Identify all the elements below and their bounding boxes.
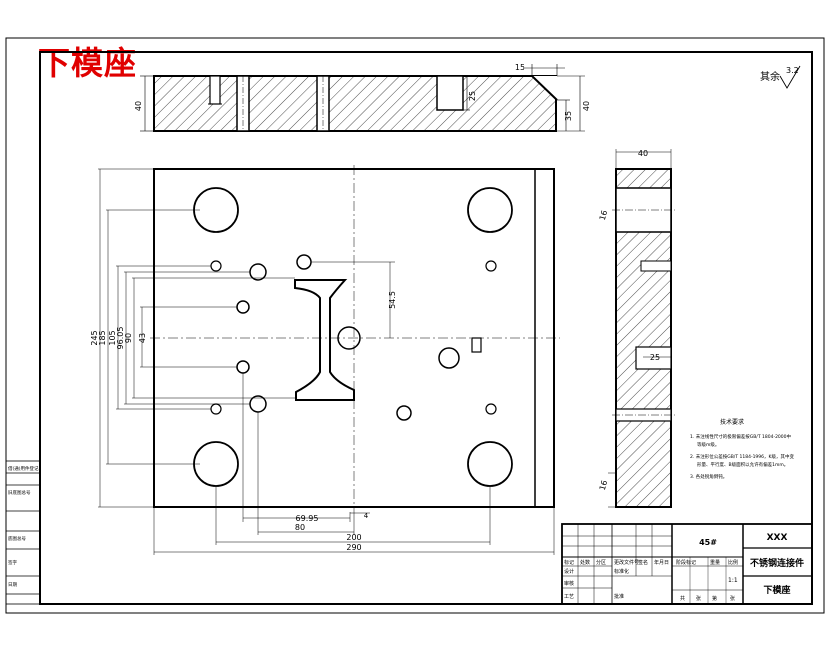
- plan-view: [150, 165, 560, 512]
- tech-note-line: 形量、平行度、B级面积以允许有偏差1mm。: [697, 461, 788, 468]
- dim-v4: 96.05: [116, 327, 125, 350]
- tb-label-approve: 批准: [614, 593, 624, 600]
- tech-note-line: 2. 未注形位公差按GB/T 1184-1996，K级，其中变: [690, 453, 794, 460]
- dim-v3: 105: [108, 330, 117, 345]
- dim-right-outer: 40: [582, 101, 591, 111]
- tb-label-sheet-no: 第: [712, 595, 717, 602]
- tb-label-stage: 阶段标记: [676, 559, 696, 566]
- tb-label-craft: 工艺: [564, 594, 574, 600]
- roughness-value: 3.2: [786, 66, 799, 75]
- roughness-symbol: [779, 65, 801, 89]
- tech-notes-heading: 技术要求: [720, 418, 744, 426]
- dim-top-width: 15: [515, 63, 525, 72]
- dim-side-hole-b: 25: [650, 353, 660, 362]
- plan-view-dimension-lines: [98, 168, 555, 555]
- left-strip-label: 旧底图总号: [8, 489, 31, 496]
- dim-side-hole-a: 16: [598, 209, 609, 221]
- tb-label-std: 标准化: [614, 568, 629, 575]
- company-text: XXX: [767, 533, 788, 543]
- tb-label-scale: 比例: [728, 559, 738, 566]
- technical-notes: 技术要求 1. 未注线性尺寸的极限偏差按GB/T 1804-2000中 等级m级…: [690, 418, 794, 480]
- side-view-dimension-lines: [608, 149, 672, 508]
- dim-h4: 290: [346, 543, 361, 552]
- product-name: 不锈钢连接件: [750, 557, 804, 569]
- tech-note-line: 等级m级。: [697, 441, 719, 448]
- top-section-view: [153, 75, 558, 132]
- dim-right-inner: 35: [564, 111, 573, 121]
- tb-label-doc: 更改文件号: [614, 559, 639, 566]
- tb-label-date: 年月日: [654, 559, 669, 566]
- tech-note-line: 3. 各处锐角倒钝。: [690, 473, 727, 480]
- tb-scale-value: 1:1: [728, 577, 738, 584]
- left-strip-label: 借(通)用件登记: [8, 465, 39, 472]
- inner-frame: [39, 51, 813, 605]
- tb-label-weight: 重量: [710, 559, 720, 566]
- left-margin-table: [5, 460, 41, 605]
- left-strip-label: 日期: [8, 582, 17, 588]
- tb-label-sign: 签名: [638, 559, 648, 566]
- dim-side-width: 40: [638, 149, 648, 158]
- dim-slot-v: 54.5: [388, 291, 397, 309]
- dim-h3: 200: [346, 533, 361, 542]
- dim-v1: 245: [90, 330, 99, 345]
- tb-label-mark: 标记: [564, 559, 574, 566]
- title-block: [561, 523, 813, 605]
- tb-label-zone: 分区: [596, 559, 606, 566]
- tb-label-check: 审核: [564, 580, 574, 587]
- tb-label-count: 处数: [580, 559, 590, 566]
- left-strip-label: 签字: [8, 559, 17, 566]
- roughness-label: 其余: [760, 70, 780, 83]
- tb-label-design: 设计: [564, 568, 574, 575]
- left-strip-label: 底图总号: [8, 535, 26, 542]
- top-view-dimensions: [140, 64, 585, 132]
- dim-side-hole-c: 16: [598, 479, 609, 491]
- dim-v2: 185: [98, 330, 107, 345]
- dim-slot-depth: 25: [468, 91, 477, 101]
- dim-h2: 80: [295, 523, 305, 532]
- drawing-title: 下模座: [38, 44, 138, 82]
- material-text: 45#: [699, 538, 717, 547]
- tb-label-sheet2: 张: [730, 595, 735, 602]
- dim-top-left-height: 40: [134, 101, 143, 111]
- dim-h1: 69.95: [296, 514, 319, 523]
- tb-label-sheets-total: 共: [680, 595, 685, 602]
- outer-frame: [5, 37, 825, 614]
- tb-label-sheet: 张: [696, 595, 701, 602]
- part-name: 下模座: [763, 584, 790, 596]
- dim-h-small: 4: [364, 512, 369, 520]
- dim-v6: 43: [138, 333, 147, 343]
- side-section-view: [612, 168, 675, 508]
- tech-note-line: 1. 未注线性尺寸的极限偏差按GB/T 1804-2000中: [690, 433, 792, 440]
- dim-v5: 90: [124, 333, 133, 343]
